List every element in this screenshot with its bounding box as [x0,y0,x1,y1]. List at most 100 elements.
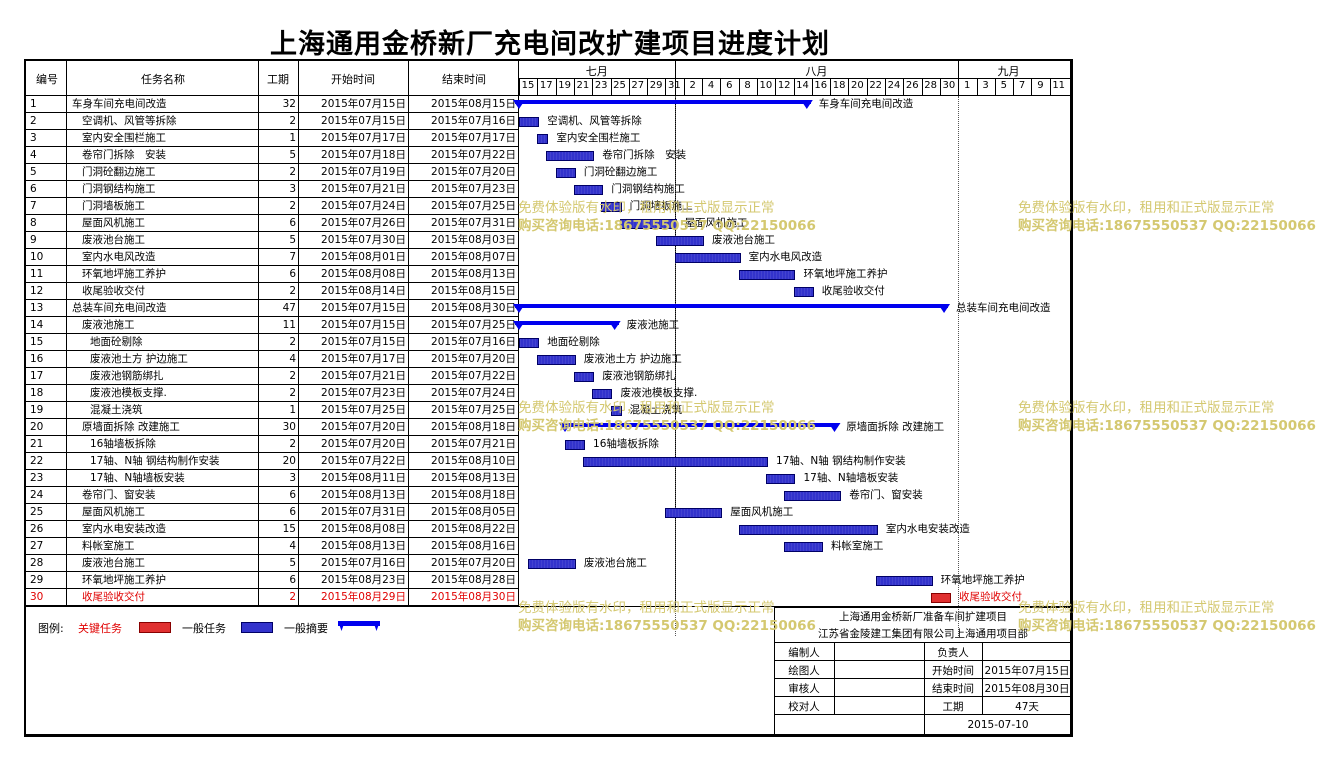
info-start-value: 2015年07月15日 [984,665,1070,677]
row-divider [26,554,518,555]
column-header-name: 任务名称 [141,73,185,86]
task-end: 2015年07月20日 [431,166,516,178]
row-divider [26,333,518,334]
row-number: 8 [30,217,37,229]
row-number: 15 [30,336,44,348]
row-divider [26,384,518,385]
column-header-start: 开始时间 [331,73,375,86]
day-tick-label: 22 [869,80,883,91]
task-duration: 5 [289,149,296,161]
gantt-bar-label: 废液池台施工 [583,557,647,569]
legend-normal-label: 一般任务 [182,622,226,635]
info-row-line [774,714,1072,715]
day-tick-divider [866,79,868,95]
gantt-summary-bar [560,423,839,427]
day-tick-divider [1013,79,1015,95]
task-duration: 2 [289,285,296,297]
row-number: 13 [30,302,44,314]
gantt-task-bar [528,559,576,569]
task-end: 2015年07月24日 [431,387,516,399]
gantt-bar-label: 收尾验收交付 [821,285,885,297]
row-divider [26,265,518,266]
gantt-bar-label: 空调机、风管等拆除 [547,115,642,127]
gantt-bar-label: 室内水电安装改造 [885,523,970,535]
task-end: 2015年07月25日 [431,200,516,212]
row-divider [26,537,518,538]
day-tick-label: 17 [539,80,553,91]
row-number: 24 [30,489,44,501]
task-end: 2015年07月20日 [431,353,516,365]
task-start: 2015年07月25日 [321,404,406,416]
day-tick-label: 1 [964,80,971,91]
task-end: 2015年08月10日 [431,455,516,467]
task-end: 2015年08月05日 [431,506,516,518]
gantt-task-bar [583,457,769,467]
row-divider [26,571,518,572]
day-tick-divider [1031,79,1033,95]
task-duration: 47 [282,302,296,314]
gantt-bar-label: 环氧地坪施工养护 [940,574,1025,586]
day-tick-label: 6 [726,80,733,91]
row-divider [26,469,518,470]
gantt-task-bar [784,491,842,501]
row-number: 29 [30,574,44,586]
gantt-task-bar [537,134,549,144]
day-tick-label: 29 [649,80,663,91]
task-duration: 1 [289,404,296,416]
day-tick-label: 25 [613,80,626,91]
gantt-task-bar [738,270,796,280]
gantt-summary-caps [513,321,621,330]
watermark-line1: 免费体验版有水印，租用和正式版显示正常 [518,200,775,216]
task-start: 2015年08月14日 [321,285,406,297]
row-divider [26,231,518,232]
task-name: 废液池土方 护边施工 [90,353,188,365]
info-border [774,607,775,735]
gantt-bar-label: 门洞墙板施工 [629,200,693,212]
day-tick-divider [885,79,886,95]
task-start: 2015年07月15日 [321,336,406,348]
gantt-bar-label: 废液池台施工 [712,234,775,246]
gantt-summary-bar [515,321,619,325]
row-divider [26,214,518,215]
task-start: 2015年07月21日 [321,183,406,195]
gantt-task-bar [573,372,595,382]
day-tick-label: 4 [707,80,715,91]
info-row-line [774,660,1072,661]
row-divider [26,588,518,589]
task-start: 2015年08月29日 [321,591,406,603]
gantt-summary-bar [515,100,811,104]
row-number: 2 [30,115,37,127]
task-end: 2015年07月22日 [431,370,516,382]
month-label: 九月 [997,65,1020,78]
day-tick-label: 21 [576,80,590,91]
task-start: 2015年07月20日 [321,438,406,450]
gantt-bar-label: 车身车间充电间改造 [818,98,914,110]
info-row-line [774,607,1072,608]
day-tick-label: 18 [832,80,846,91]
row-divider [26,163,518,164]
info-start-label: 开始时间 [932,665,974,677]
row-divider [26,299,518,300]
task-name: 废液池模板支撑. [90,387,167,399]
day-tick-divider [628,79,630,95]
gantt-bar-label: 总装车间充电间改造 [956,302,1051,314]
task-name: 车身车间充电间改造 [72,98,167,110]
gantt-task-bar [519,338,540,348]
gantt-bar-label: 废液池模板支撑. [620,387,698,399]
task-duration: 1 [289,132,296,144]
day-tick-divider [976,79,978,95]
info-dur-value: 47天 [1015,701,1039,713]
row-divider [26,350,518,351]
gantt-bar-label: 屋面风机施工 [730,506,794,518]
row-number: 4 [30,149,37,161]
task-duration: 2 [289,591,296,603]
task-duration: 5 [289,557,296,569]
task-end: 2015年08月13日 [431,268,516,280]
task-duration: 2 [289,200,296,212]
row-divider [26,605,518,606]
task-end: 2015年08月28日 [431,574,516,586]
watermark-line1: 免费体验版有水印，租用和正式版显示正常 [518,400,775,416]
row-number: 7 [30,200,37,212]
task-start: 2015年08月23日 [321,574,406,586]
task-start: 2015年07月30日 [321,234,406,246]
